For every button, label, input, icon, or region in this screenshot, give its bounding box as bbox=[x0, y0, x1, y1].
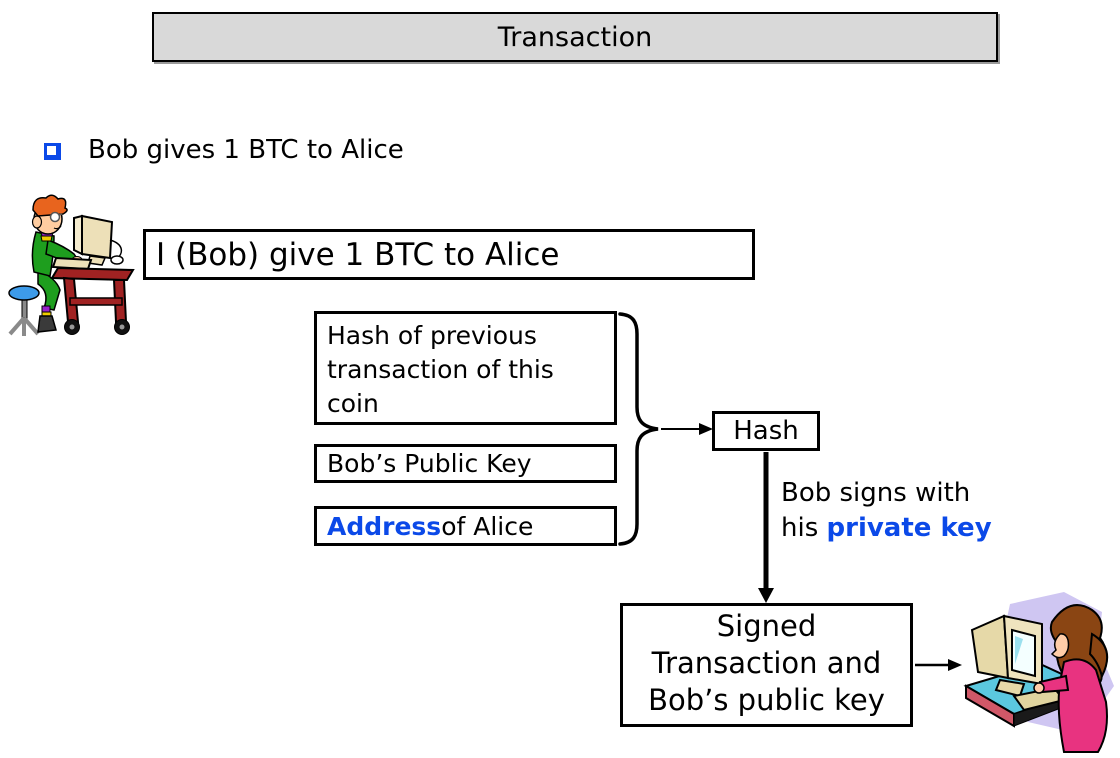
signed-line1: Signed bbox=[716, 609, 817, 643]
address-highlight: Address bbox=[327, 511, 442, 541]
bob-legs bbox=[37, 268, 61, 333]
sign-note: Bob signs with his private key bbox=[781, 476, 992, 546]
address-rest: of Alice bbox=[441, 511, 534, 541]
computer-monitor bbox=[73, 214, 124, 266]
title-bar: Transaction bbox=[152, 12, 998, 62]
hash-prev-text: Hash of previous transaction of this coi… bbox=[327, 321, 554, 418]
curly-brace bbox=[618, 312, 659, 546]
bullet-item: Bob gives 1 BTC to Alice bbox=[44, 134, 404, 166]
bullet-text: Bob gives 1 BTC to Alice bbox=[88, 135, 404, 165]
stool bbox=[8, 285, 40, 336]
signed-line3: Bob’s public key bbox=[648, 683, 885, 717]
signed-transaction-box: Signed Transaction and Bob’s public key bbox=[620, 603, 913, 727]
signed-line2: Transaction and bbox=[651, 646, 882, 680]
sign-note-line1: Bob signs with bbox=[781, 478, 971, 508]
bob-head bbox=[31, 194, 68, 235]
arrow-brace-to-hash bbox=[661, 423, 713, 435]
hash-label: Hash bbox=[733, 416, 799, 446]
sign-note-line2: his private key bbox=[781, 511, 992, 546]
hash-prev-box: Hash of previous transaction of this coi… bbox=[314, 311, 617, 425]
alice-figure bbox=[1033, 604, 1109, 753]
public-key-box: Bob’s Public Key bbox=[314, 444, 617, 483]
address-box: Address of Alice bbox=[314, 506, 617, 546]
bullet-square-icon bbox=[44, 143, 61, 160]
transaction-message-box: I (Bob) give 1 BTC to Alice bbox=[143, 229, 755, 280]
private-key-highlight: private key bbox=[826, 513, 992, 543]
slide-title: Transaction bbox=[497, 21, 653, 53]
hash-box: Hash bbox=[712, 411, 820, 451]
transaction-message: I (Bob) give 1 BTC to Alice bbox=[156, 236, 560, 273]
desk bbox=[50, 266, 135, 335]
arrow-hash-to-signed bbox=[758, 452, 774, 603]
bob-at-computer-clipart bbox=[8, 194, 135, 336]
sign-note-prefix: his bbox=[781, 513, 827, 543]
public-key-text: Bob’s Public Key bbox=[327, 449, 532, 478]
alice-at-computer-clipart bbox=[963, 592, 1114, 753]
